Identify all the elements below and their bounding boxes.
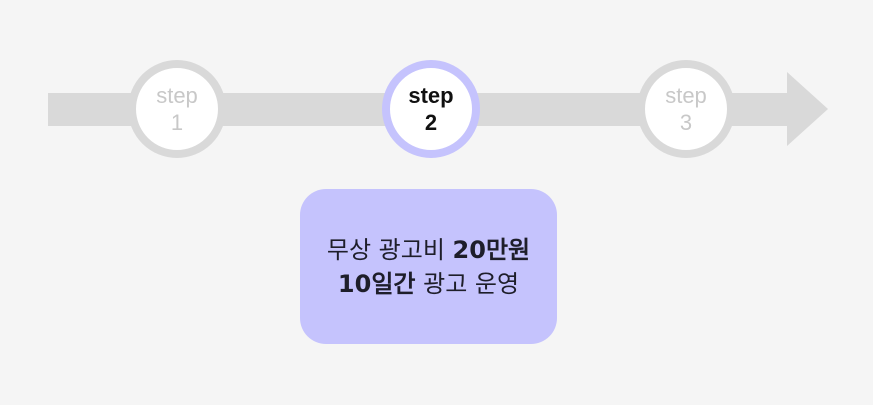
step-3-word: step [665, 83, 707, 108]
step-1-circle: step 1 [128, 60, 226, 158]
card-line-1: 무상 광고비 20만원 [327, 233, 530, 267]
card-line-1-highlight: 20만원 [452, 235, 531, 264]
arrow-head-icon [787, 72, 828, 146]
step-2-circle: step 2 [382, 60, 480, 158]
step-3-number: 3 [679, 110, 693, 135]
card-line-1-text: 무상 광고비 [326, 235, 453, 264]
step-3-circle: step 3 [637, 60, 735, 158]
card-line-2-text: 광고 운영 [415, 269, 520, 298]
card-line-2: 10일간 광고 운영 [338, 267, 519, 301]
step-2-number: 2 [424, 110, 438, 135]
step-2-word: step [408, 83, 454, 108]
step-1-number: 1 [170, 110, 184, 135]
step-2-detail-card: 무상 광고비 20만원 10일간 광고 운영 [300, 189, 557, 344]
step-1-word: step [156, 83, 198, 108]
card-line-2-highlight: 10일간 [337, 269, 416, 298]
